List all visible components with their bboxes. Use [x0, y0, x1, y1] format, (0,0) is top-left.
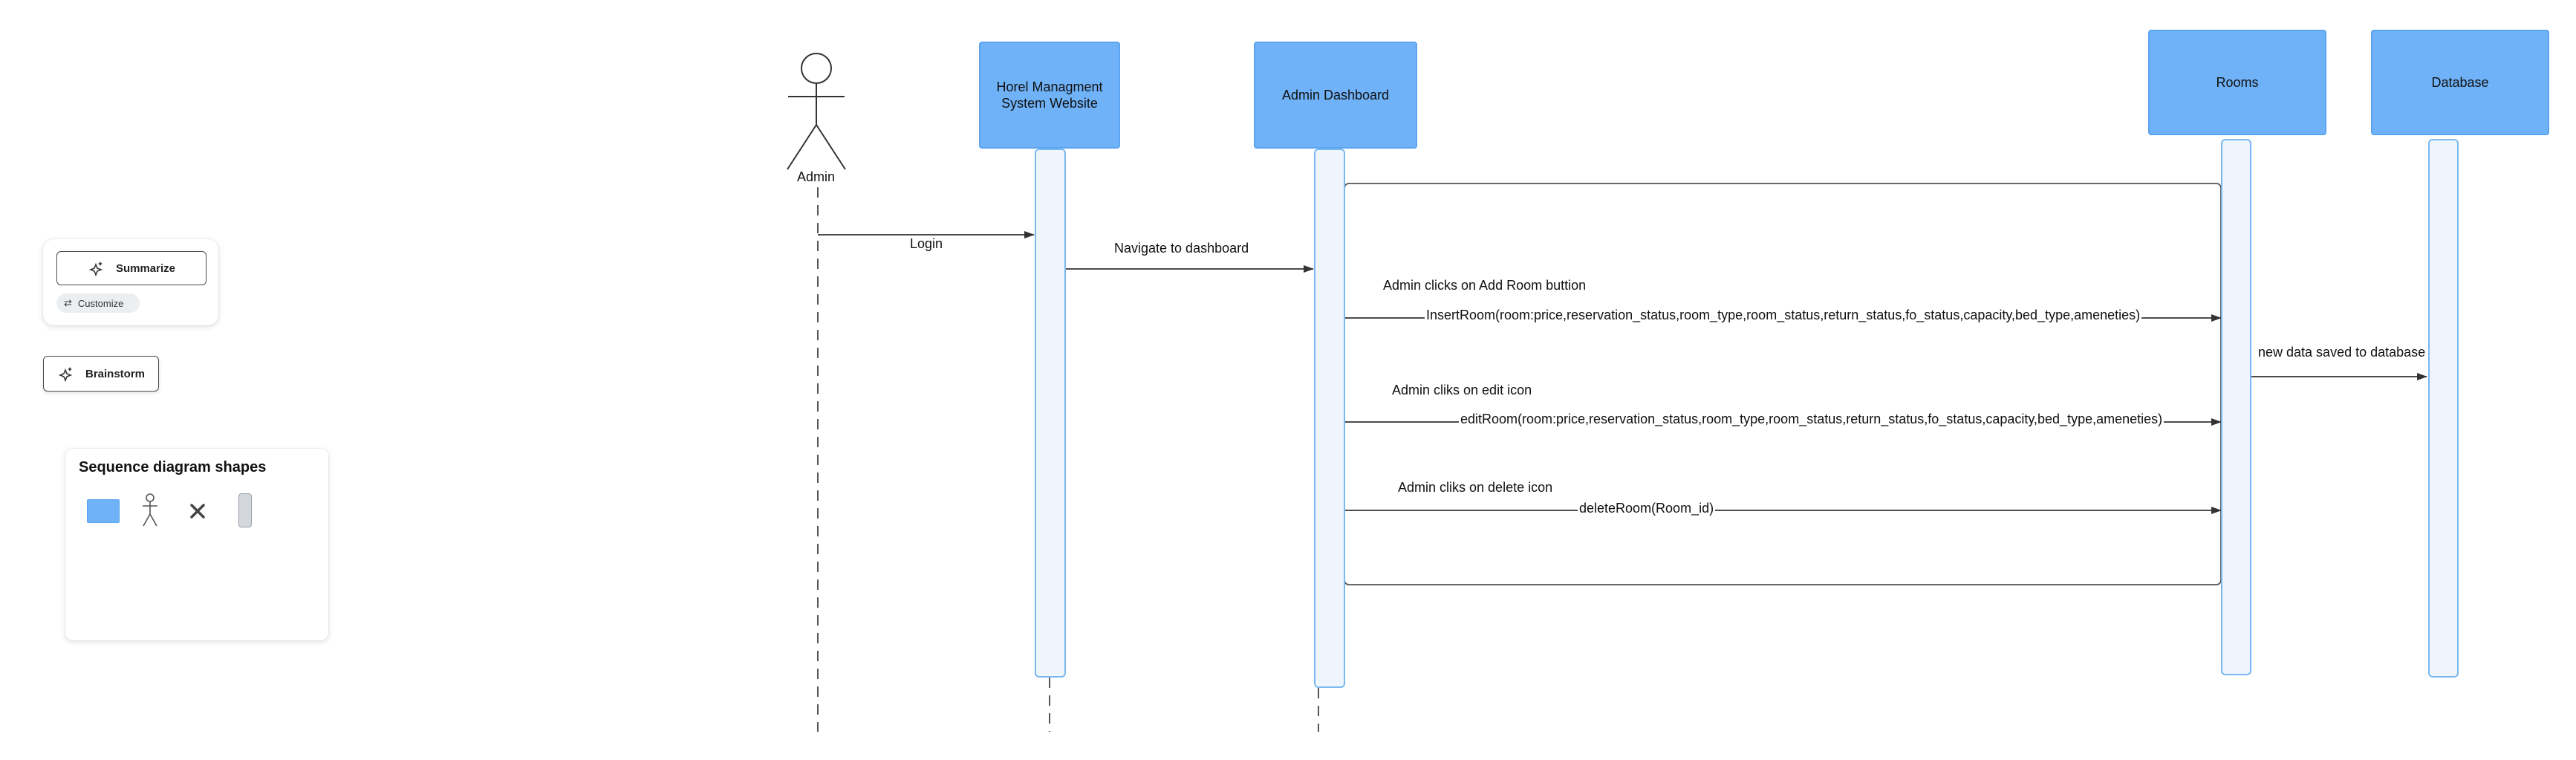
customize-button[interactable]: ⇄ Customize — [56, 293, 140, 313]
message-login-label: Login — [910, 236, 943, 251]
actor-figure — [787, 53, 846, 170]
activation-bar-icon[interactable] — [238, 493, 252, 527]
activation-website[interactable] — [1035, 149, 1066, 678]
actor-label: Admin — [797, 169, 836, 184]
participant-database-label: Database — [2431, 75, 2489, 90]
message-saved-label: new data saved to database — [2258, 345, 2426, 360]
message-edit-label: editRoom(room:price,reservation_status,r… — [1459, 412, 2164, 427]
swap-icon: ⇄ — [64, 297, 72, 308]
participant-box-icon[interactable] — [87, 499, 120, 523]
participant-rooms[interactable]: Rooms — [2148, 30, 2326, 135]
note-add-room: Admin clicks on Add Room buttion — [1383, 278, 1587, 293]
summarize-label: Summarize — [115, 262, 176, 275]
participant-rooms-label: Rooms — [2216, 75, 2259, 90]
message-navigate-label: Navigate to dashboard — [1114, 241, 1249, 256]
actor-icon[interactable] — [141, 493, 159, 527]
participant-dashboard-label: Admin Dashboard — [1281, 88, 1390, 103]
shapes-panel-title: Sequence diagram shapes — [79, 459, 267, 475]
customize-label: Customize — [77, 297, 124, 309]
sparkle-icon — [58, 367, 73, 382]
activation-database[interactable] — [2428, 139, 2459, 678]
shapes-panel — [65, 449, 328, 640]
note-delete-icon: Admin cliks on delete icon — [1398, 480, 1553, 495]
brainstorm-label: Brainstorm — [85, 367, 146, 380]
destroy-icon[interactable] — [189, 502, 206, 520]
activation-rooms[interactable] — [2221, 139, 2251, 675]
participant-dashboard[interactable]: Admin Dashboard — [1254, 42, 1417, 149]
message-delete-label: deleteRoom(Room_id) — [1578, 501, 1716, 516]
participant-website-label: Horel Managment System Website — [996, 79, 1103, 111]
brainstorm-button[interactable]: Brainstorm — [43, 356, 159, 392]
message-insert-label: InsertRoom(room:price,reservation_status… — [1425, 308, 2142, 323]
summarize-button[interactable]: Summarize — [56, 251, 206, 285]
note-edit-icon: Admin cliks on edit icon — [1392, 383, 1532, 397]
sparkle-icon — [88, 262, 103, 276]
activation-dashboard[interactable] — [1314, 149, 1345, 688]
participant-website[interactable]: Horel Managment System Website — [979, 42, 1120, 149]
participant-database[interactable]: Database — [2371, 30, 2549, 135]
